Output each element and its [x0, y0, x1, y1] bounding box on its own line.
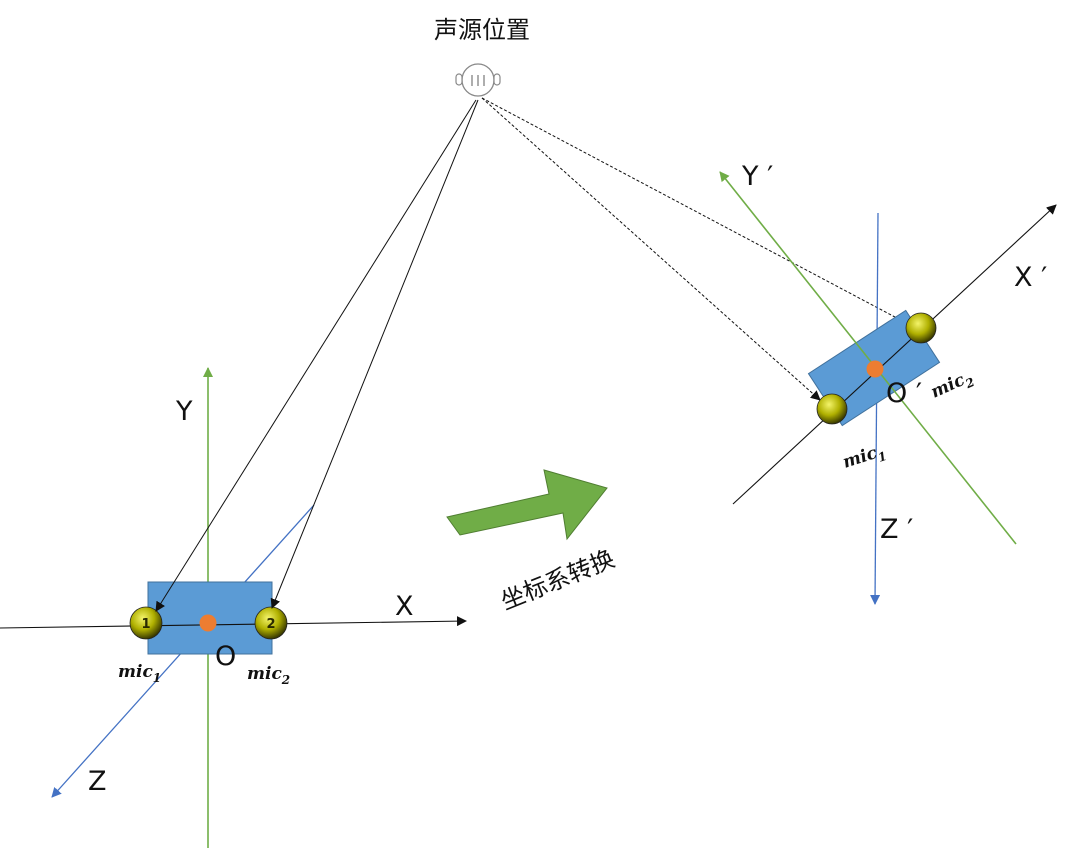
right-mic1-icon	[816, 393, 848, 425]
left-mic2-icon: 2	[254, 606, 288, 640]
coordinate-transform-label: 坐标系转换	[497, 545, 619, 616]
right-mic2-icon	[905, 312, 937, 344]
right-x-label: X ′	[1014, 262, 1047, 293]
ray-to-left-mic1	[155, 99, 477, 612]
source-position-label: 声源位置	[434, 16, 530, 44]
right-origin-dot	[866, 360, 884, 378]
right-y-axis	[719, 171, 1017, 545]
left-mic1-icon: 1	[129, 606, 163, 640]
left-z-label: Z	[88, 766, 107, 797]
left-x-label: X	[395, 591, 414, 622]
ray-to-right-mic1	[481, 97, 821, 401]
right-z-axis	[870, 212, 881, 605]
right-y-label: Y ′	[741, 161, 773, 192]
left-mic2-label: mic2	[247, 664, 290, 687]
right-x-axis	[732, 204, 1057, 505]
ray-to-right-mic2	[481, 97, 911, 326]
ray-to-left-mic2	[270, 99, 479, 609]
right-z-label: Z ′	[880, 514, 913, 545]
transform-arrow-icon	[446, 469, 608, 541]
right-frame: Y ′ X ′ Z ′ O ′ mic2 mic1	[719, 161, 1057, 605]
left-y-label: Y	[175, 396, 193, 427]
right-origin-label: O ′	[886, 378, 922, 409]
left-mic1-label: mic1	[118, 662, 161, 685]
svg-text:2: 2	[266, 617, 275, 632]
left-origin-dot	[199, 614, 217, 632]
left-origin-label: O	[215, 641, 236, 672]
right-mic2-label: mic2	[928, 367, 977, 406]
robot-head-icon	[455, 63, 501, 97]
left-frame: 1 2 Y X Z O mic1 mic2	[0, 367, 467, 848]
svg-text:1: 1	[141, 617, 150, 632]
left-x-axis	[0, 616, 467, 629]
right-mic1-label: mic1	[840, 440, 888, 475]
